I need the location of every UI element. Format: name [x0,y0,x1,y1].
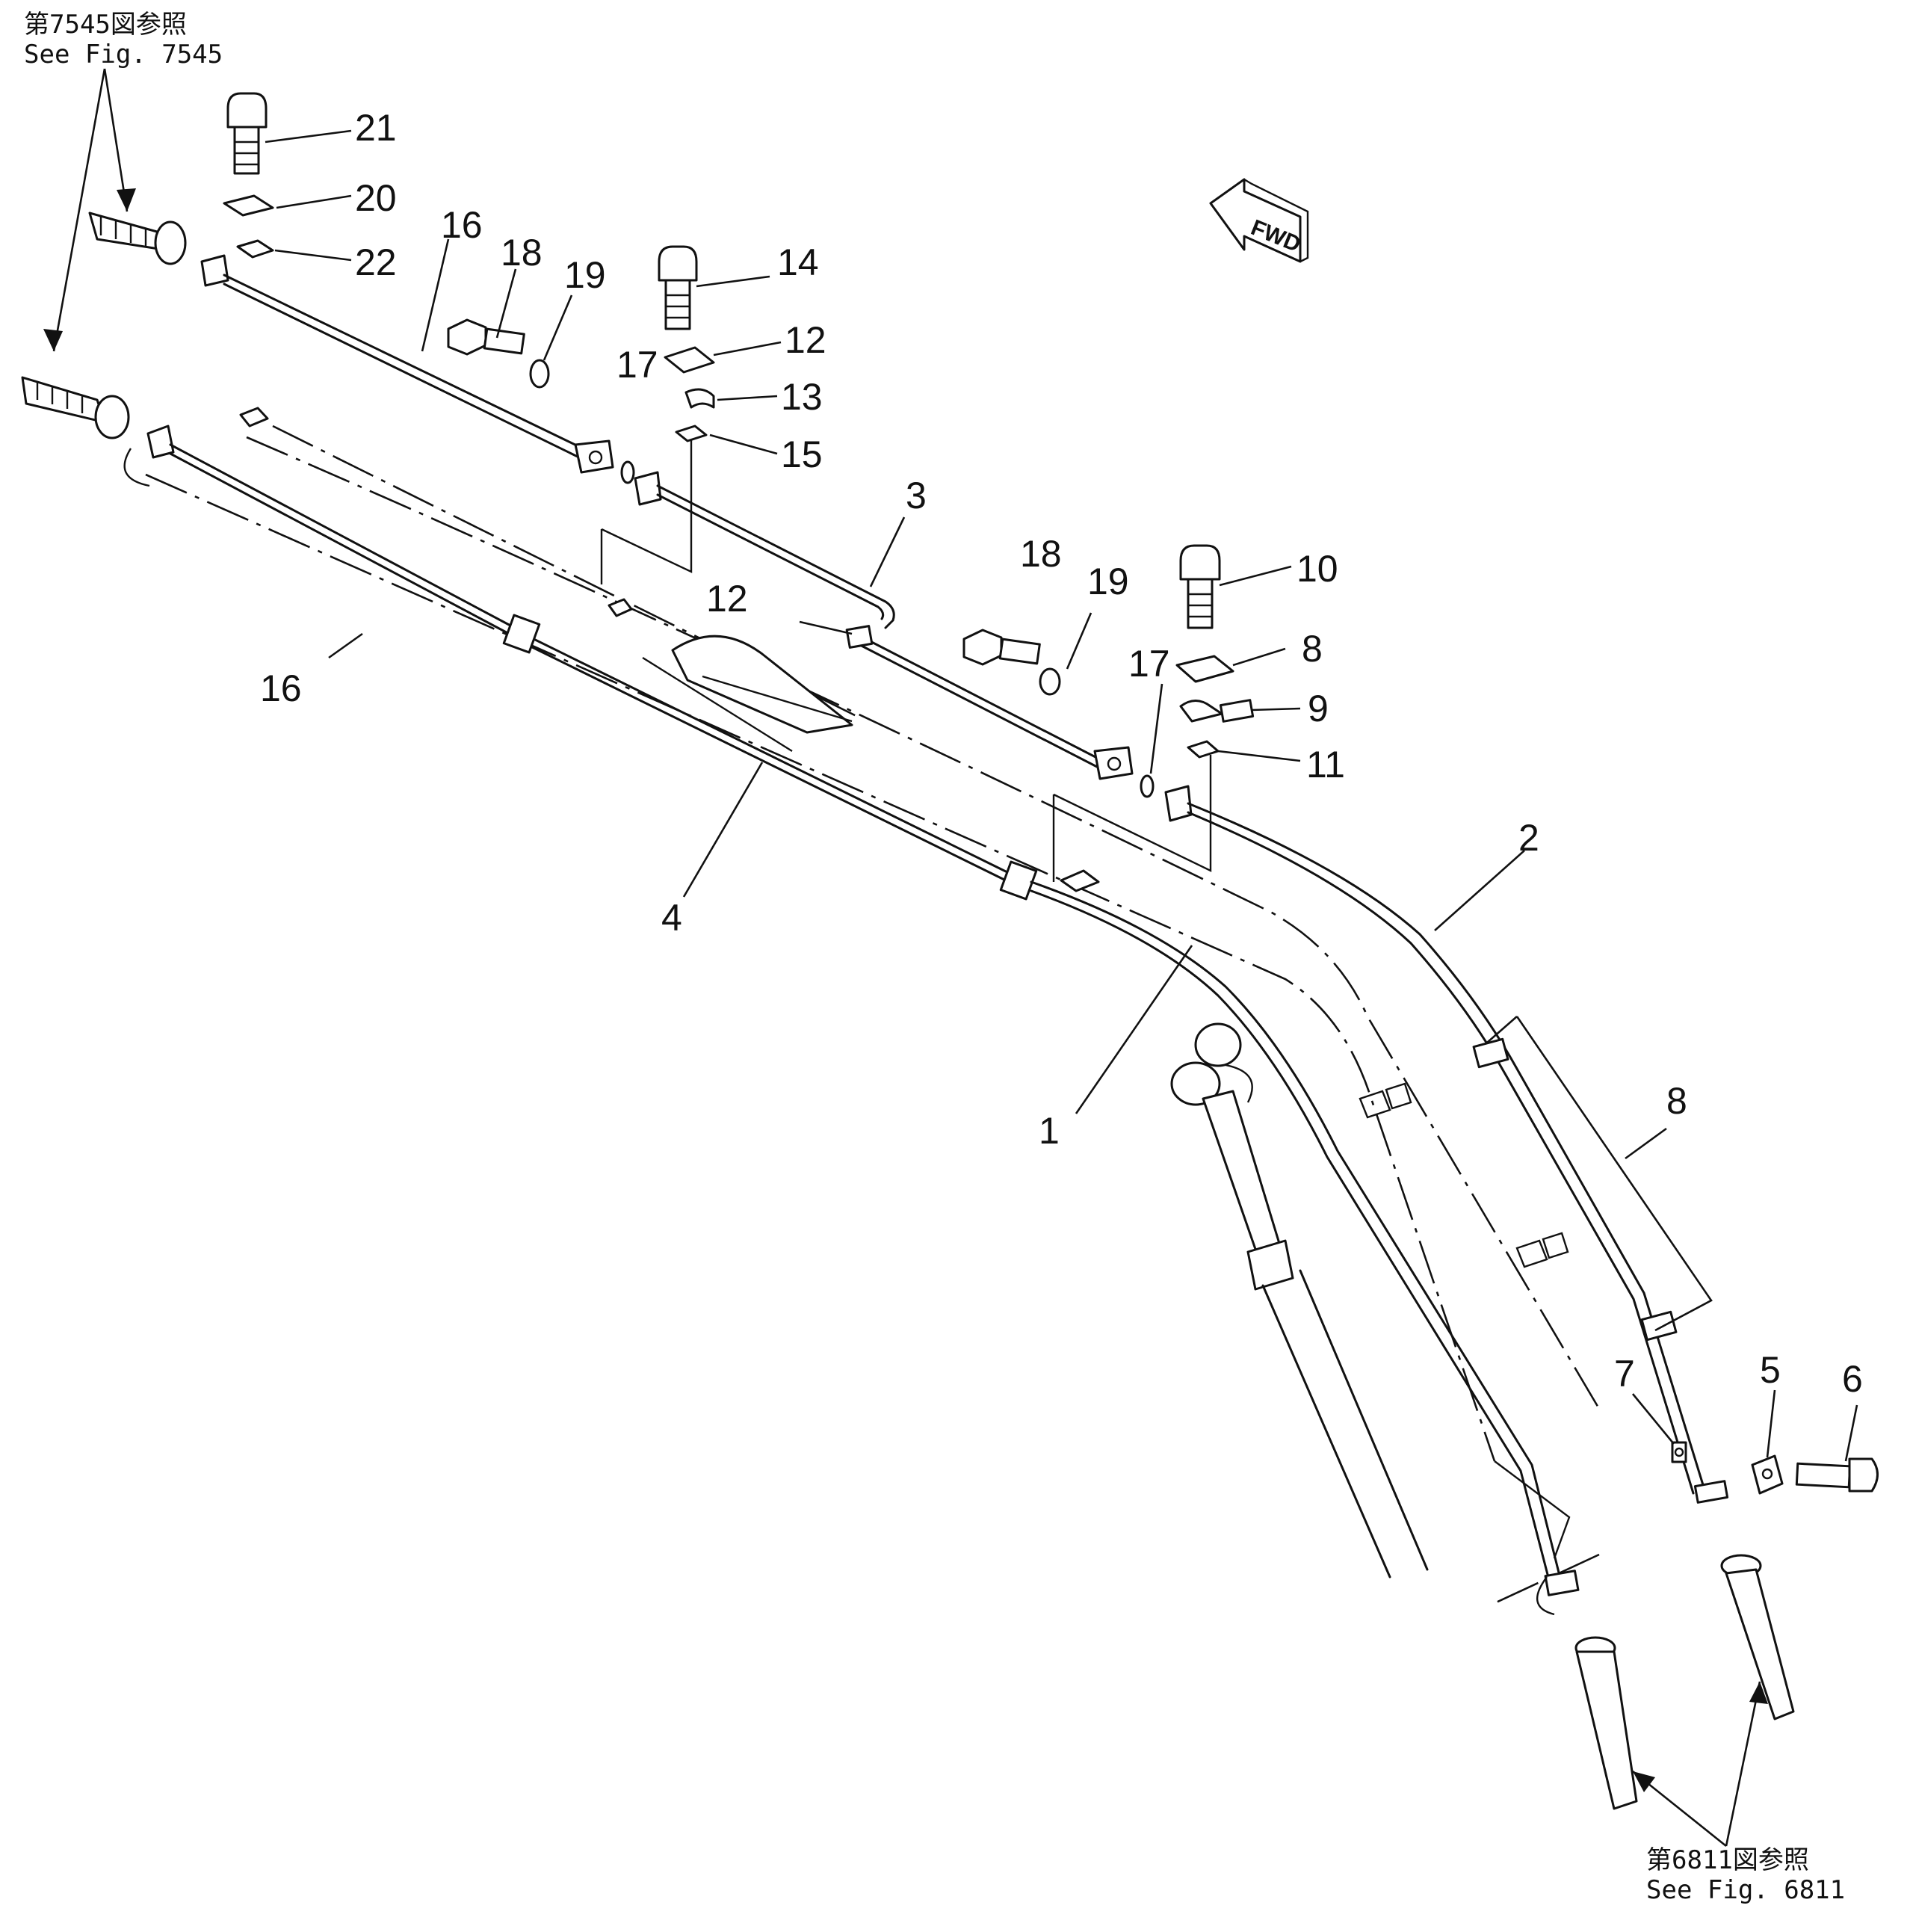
pipe-2[interactable] [1164,785,1729,1504]
pipe-4[interactable] [502,614,1038,901]
o-ring-19-lower[interactable] [1039,667,1061,696]
bolt-14[interactable] [658,245,698,330]
boom-cylinder [1170,1022,1429,1578]
callout-1: 1 [1039,1110,1060,1152]
clamp-9[interactable] [1179,699,1255,723]
leader-lines [265,129,1858,1462]
callout-7: 7 [1614,1353,1635,1395]
boom-outline [123,425,1601,1605]
plate-11[interactable] [1187,740,1220,759]
reference-en-7545: See Fig. 7545 [24,40,223,70]
fwd-direction-arrow: FWD [1209,178,1309,263]
clamp-13[interactable] [684,388,715,409]
plate-15[interactable] [675,425,708,442]
o-ring-17-upper[interactable] [620,460,635,484]
callout-5: 5 [1760,1349,1781,1391]
callout-21: 21 [355,107,397,149]
callout-11: 11 [1306,744,1345,786]
reference-note-fig-6811[interactable]: 第6811図参照 See Fig. 6811 [1646,1845,1845,1905]
bolt-21[interactable] [226,92,268,175]
callout-14: 14 [777,241,819,283]
callout-10: 10 [1296,548,1338,590]
callout-labels: 21 20 22 16 18 19 17 14 12 13 15 3 12 16… [260,107,1863,1400]
callout-8-upper: 8 [1302,628,1323,670]
callout-2: 2 [1518,817,1539,859]
hose-right-6811[interactable] [1720,1554,1795,1720]
split-flange-8[interactable] [1175,655,1234,683]
bolt-10[interactable] [1179,544,1221,629]
hose-left-6811[interactable] [1574,1636,1638,1810]
callout-16-lower: 16 [260,667,302,709]
pipe-3[interactable] [634,471,1134,780]
callout-4: 4 [661,897,682,939]
callout-17-lower: 17 [1128,643,1170,685]
callout-17-upper: 17 [616,344,658,386]
pipe-1[interactable] [1030,880,1580,1616]
reference-arrows-7545 [43,68,136,352]
callout-19-upper: 19 [564,254,606,296]
callout-20: 20 [355,177,397,219]
callout-13: 13 [781,376,823,418]
reference-arrows-6811 [1632,1681,1768,1848]
callout-18-lower: 18 [1020,533,1062,575]
callout-19-lower: 19 [1087,561,1129,602]
plate-22[interactable] [236,239,274,259]
callout-16-upper: 16 [441,204,483,246]
callout-6: 6 [1842,1358,1863,1400]
reference-jp-7545: 第7545図参照 [24,10,187,40]
pipe-16-lower[interactable] [146,425,513,637]
split-flange-20[interactable] [223,194,274,217]
bolt-18-lower[interactable] [962,629,1041,666]
hose-lower-7545[interactable] [21,376,130,439]
callout-8-lower: 8 [1666,1080,1687,1122]
callout-12-lower: 12 [706,578,748,620]
callout-3: 3 [906,475,927,516]
pipe-16-upper[interactable] [200,254,614,474]
o-ring-19-upper[interactable] [529,359,550,389]
flange-5[interactable] [1751,1454,1784,1495]
plate-lower-left[interactable] [239,407,269,428]
callout-15: 15 [781,433,823,475]
split-flange-12-upper[interactable] [664,346,715,374]
callout-9: 9 [1308,688,1329,729]
reference-note-fig-7545[interactable]: 第7545図参照 See Fig. 7545 [24,10,223,70]
plug-7[interactable] [1671,1441,1687,1463]
callout-18-upper: 18 [501,232,543,274]
reference-jp-6811: 第6811図参照 [1646,1845,1809,1875]
bracket-mid-left [600,439,693,617]
o-ring-17-lower[interactable] [1140,774,1155,798]
callout-22: 22 [355,241,397,283]
bracket-mid-right [1052,755,1212,892]
callout-12-upper: 12 [785,319,826,361]
bolt-6[interactable] [1795,1457,1879,1493]
hose-upper-7545[interactable] [88,212,187,265]
reference-en-6811: See Fig. 6811 [1646,1875,1845,1905]
bolt-18-upper[interactable] [447,318,525,356]
